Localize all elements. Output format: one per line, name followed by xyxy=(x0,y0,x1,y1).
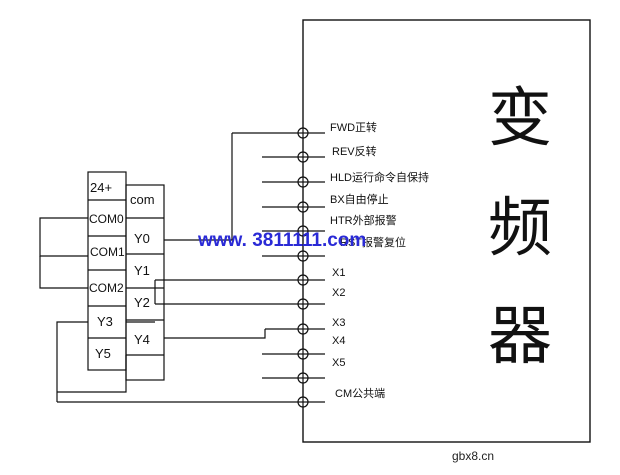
source-label: gbx8.cn xyxy=(452,449,494,463)
terminal-label-x5: X5 xyxy=(332,357,345,369)
terminal-circles xyxy=(297,127,309,408)
terminal-label-rev: REV反转 xyxy=(332,144,377,158)
plc-label-y5: Y5 xyxy=(95,346,111,361)
inverter-title-char-3: 器 xyxy=(488,300,552,374)
plc-label-24v: 24+ xyxy=(90,180,112,195)
inverter-title-char-2: 频 xyxy=(488,192,552,266)
terminal-label-x4: X4 xyxy=(332,335,345,347)
terminal-stubs xyxy=(57,132,325,403)
plc-label-com0: COM0 xyxy=(89,212,124,226)
plc-label-y1: Y1 xyxy=(134,263,150,278)
plc-label-com: com xyxy=(130,192,155,207)
watermark: www. 3811111.com xyxy=(197,230,366,251)
plc-label-y3: Y3 xyxy=(97,314,113,329)
terminal-label-cm: CM公共端 xyxy=(335,387,385,400)
wiring xyxy=(39,133,266,402)
plc-right-column xyxy=(125,184,165,381)
inverter-title-char-1: 变 xyxy=(488,82,552,156)
terminal-label-rst: RST报警复位 xyxy=(340,235,406,249)
terminal-label-x1: X1 xyxy=(332,267,345,279)
terminal-label-x3: X3 xyxy=(332,317,345,329)
plc-label-com1: COM1 xyxy=(90,245,125,259)
terminal-label-bx: BX自由停止 xyxy=(330,192,389,206)
terminal-label-htr: HTR外部报警 xyxy=(330,213,397,227)
terminal-label-x2: X2 xyxy=(332,287,345,299)
terminal-label-fwd: FWD正转 xyxy=(330,120,377,134)
plc-label-y4: Y4 xyxy=(134,332,150,347)
plc-label-com2: COM2 xyxy=(89,281,124,295)
terminal-label-hld: HLD运行命令自保持 xyxy=(330,170,429,184)
plc-label-y0: Y0 xyxy=(134,231,150,246)
plc-label-y2: Y2 xyxy=(134,295,150,310)
plc-left-column xyxy=(87,171,127,371)
